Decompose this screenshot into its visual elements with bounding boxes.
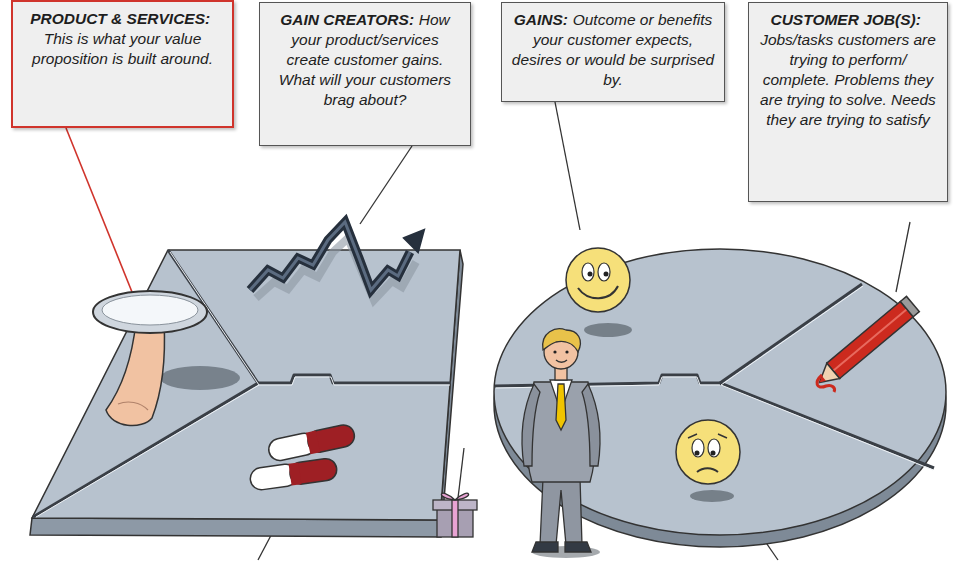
growth-arrow-icon — [250, 222, 424, 300]
callout-text: This is what your value proposition is b… — [32, 30, 213, 67]
callout-heading: PRODUCT & SERVICES: — [30, 9, 210, 29]
callout-text: Jobs/tasks customers are trying to perfo… — [760, 31, 936, 128]
mirror-icon — [93, 291, 240, 426]
customer-figure — [522, 329, 600, 558]
value-map-board — [30, 250, 463, 537]
pencil-icon — [813, 296, 919, 392]
callout-box: GAIN CREATORS:How your product/services … — [259, 2, 471, 146]
callout-heading: GAIN CREATORS: — [280, 10, 414, 30]
callout-box: CUSTOMER JOB(S):Jobs/tasks customers are… — [748, 2, 948, 202]
smiley-icon — [566, 248, 632, 337]
callout-heading: CUSTOMER JOB(S): — [770, 10, 920, 30]
customer-profile-circle — [494, 249, 946, 547]
pills-icon — [249, 423, 357, 491]
gift-icon — [433, 493, 477, 537]
callout-box: GAINS:Outcome or benefits your customer … — [501, 2, 725, 102]
sad-face-icon — [676, 420, 740, 502]
callout-heading: GAINS: — [514, 10, 568, 30]
callout-box: PRODUCT & SERVICES:This is what your val… — [11, 0, 234, 128]
